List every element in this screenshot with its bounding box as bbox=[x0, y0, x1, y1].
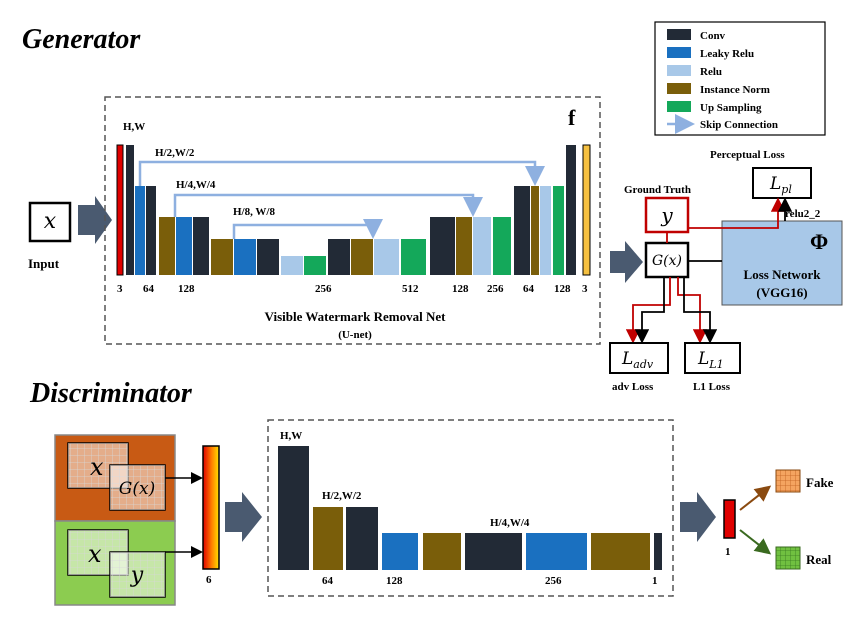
vgg-label: (VGG16) bbox=[756, 285, 807, 300]
ladv-symbol: Ladv bbox=[621, 349, 654, 371]
net-letter: f bbox=[568, 105, 576, 130]
gen-output-arrow bbox=[610, 241, 643, 283]
perceptual-label: Perceptual Loss bbox=[710, 149, 785, 161]
real-label: Real bbox=[806, 552, 832, 567]
generator-title: Generator bbox=[22, 24, 141, 55]
ch-256b: 256 bbox=[487, 283, 504, 295]
ch-64b: 64 bbox=[523, 283, 535, 295]
ch-3b: 3 bbox=[582, 283, 588, 295]
disc-out-channels: 1 bbox=[725, 546, 731, 558]
relu-label: relu2_2 bbox=[785, 208, 821, 220]
disc-arrow-out bbox=[680, 492, 716, 542]
ladv-box bbox=[609, 342, 669, 374]
ch-128b: 128 bbox=[452, 283, 469, 295]
disc-dim-h4: H/4,W/4 bbox=[490, 517, 530, 529]
ch-64a: 64 bbox=[143, 283, 155, 295]
legend-inorm: Instance Norm bbox=[700, 84, 770, 96]
real-icon bbox=[775, 546, 801, 570]
disc-in-channels: 6 bbox=[206, 574, 212, 586]
disc-ch-256: 256 bbox=[545, 575, 562, 587]
real-x-symbol: x bbox=[88, 540, 102, 568]
real-y-symbol: y bbox=[130, 563, 144, 588]
net-name: Visible Watermark Removal Net bbox=[265, 309, 447, 324]
legend-relu: Relu bbox=[700, 66, 722, 78]
legend-skip: Skip Connection bbox=[700, 119, 778, 131]
loss-network-box bbox=[721, 220, 843, 306]
lpl-box bbox=[752, 167, 812, 199]
dim-h4: H/4,W/4 bbox=[176, 179, 216, 191]
disc-box bbox=[267, 419, 674, 597]
input-label: Input bbox=[28, 256, 60, 271]
fake-icon bbox=[775, 469, 801, 493]
ch-256a: 256 bbox=[315, 283, 332, 295]
discriminator-title: Discriminator bbox=[29, 378, 193, 409]
disc-output bbox=[723, 499, 736, 539]
net-sub: (U-net) bbox=[338, 329, 372, 341]
loss-net-label: Loss Network bbox=[744, 267, 822, 282]
gx-symbol: G(x) bbox=[652, 253, 682, 269]
adv-loss-label: adv Loss bbox=[612, 381, 654, 393]
dim-hw: H,W bbox=[123, 121, 145, 133]
disc-layers bbox=[278, 446, 662, 570]
ch-3a: 3 bbox=[117, 283, 123, 295]
decision-arrows bbox=[739, 485, 772, 555]
loss-connections bbox=[625, 197, 793, 344]
legend bbox=[667, 29, 695, 134]
y-symbol: y bbox=[660, 203, 673, 227]
input-box bbox=[28, 201, 72, 243]
phi-symbol: Φ bbox=[810, 229, 828, 254]
fake-label: Fake bbox=[806, 475, 834, 490]
unet-box bbox=[104, 96, 601, 345]
disc-input-arrows bbox=[165, 472, 203, 558]
input-symbol: x bbox=[44, 209, 57, 234]
ll1-box bbox=[684, 342, 741, 374]
fake-x-symbol: x bbox=[90, 453, 104, 481]
disc-ch-1: 1 bbox=[652, 575, 658, 587]
disc-dim-h2: H/2,W/2 bbox=[322, 490, 362, 502]
ground-truth-label: Ground Truth bbox=[624, 184, 691, 196]
legend-conv: Conv bbox=[700, 30, 726, 42]
legend-upsample: Up Sampling bbox=[700, 102, 762, 114]
legend-leaky: Leaky Relu bbox=[700, 48, 754, 60]
fake-gx-symbol: G(x) bbox=[119, 479, 155, 499]
disc-ch-128: 128 bbox=[386, 575, 403, 587]
ch-128a: 128 bbox=[178, 283, 195, 295]
skip-connections bbox=[138, 160, 545, 239]
l1-loss-label: L1 Loss bbox=[693, 381, 731, 393]
input-arrow bbox=[78, 196, 112, 244]
lpl-symbol: Lpl bbox=[769, 174, 792, 196]
disc-dim-hw: H,W bbox=[280, 430, 302, 442]
concat-layer bbox=[202, 445, 220, 570]
ch-128c: 128 bbox=[554, 283, 571, 295]
dim-h2: H/2,W/2 bbox=[155, 147, 195, 159]
disc-arrow-in bbox=[225, 492, 262, 542]
ll1-symbol: LL1 bbox=[697, 349, 724, 371]
unet-layers bbox=[116, 144, 591, 276]
ch-512: 512 bbox=[402, 283, 419, 295]
disc-ch-64: 64 bbox=[322, 575, 334, 587]
dim-h8: H/8, W/8 bbox=[233, 206, 275, 218]
